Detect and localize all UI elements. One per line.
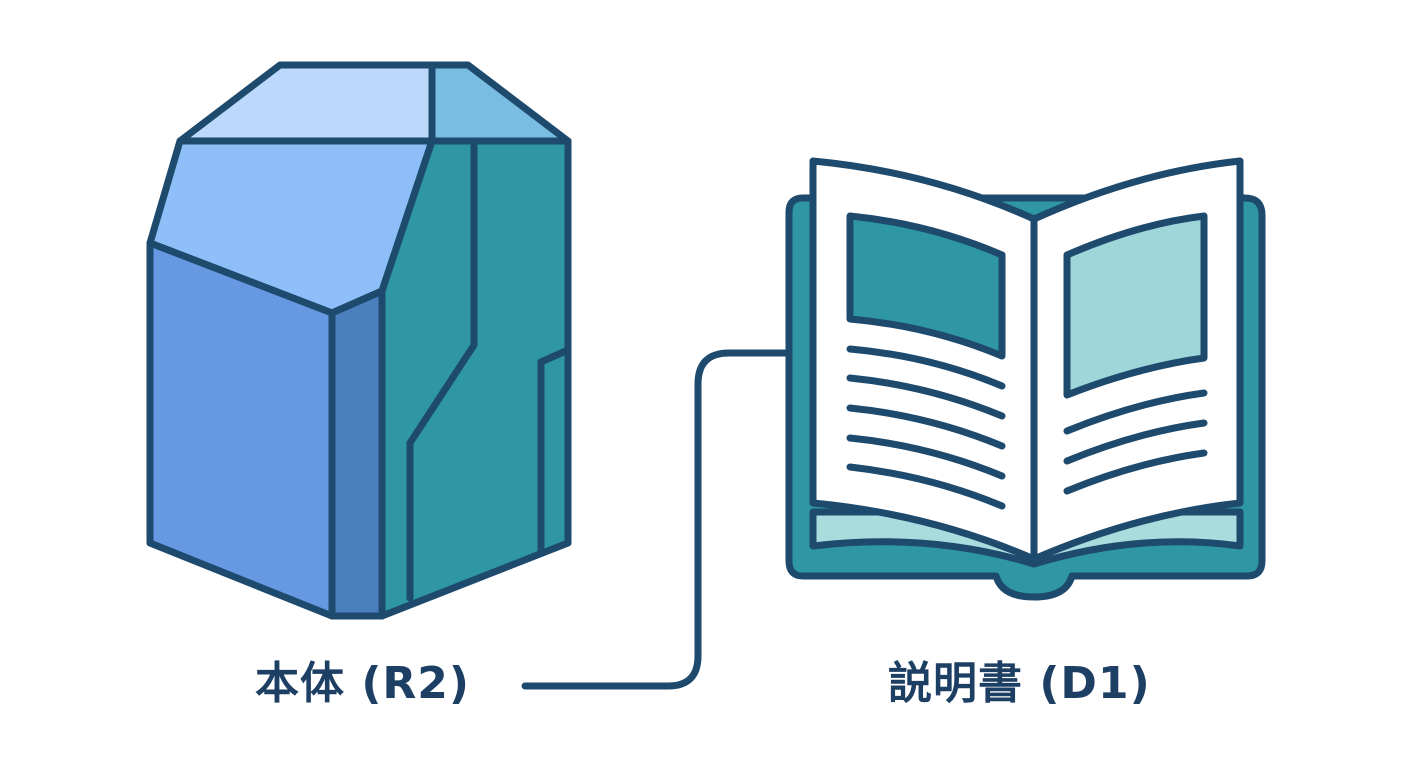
body-label: 本体 (R2) xyxy=(255,658,471,709)
book-right-page-image xyxy=(1063,212,1208,399)
box-top-left-face xyxy=(176,61,436,145)
box-side-notch xyxy=(537,346,572,556)
connector-line xyxy=(521,349,794,690)
box-side-face xyxy=(378,137,572,620)
book-right-text-lines xyxy=(1063,389,1208,495)
book-left-text-lines xyxy=(846,345,1006,510)
manual-label: 説明書 (D1) xyxy=(888,658,1151,709)
box-edge-strip xyxy=(328,287,386,620)
box-side-detail-line xyxy=(406,137,478,602)
open-book-icon xyxy=(785,157,1266,601)
book-left-page-image xyxy=(846,212,1006,360)
box-top-right-face xyxy=(428,61,572,145)
box-icon xyxy=(146,61,572,620)
box-front-face xyxy=(146,239,336,620)
